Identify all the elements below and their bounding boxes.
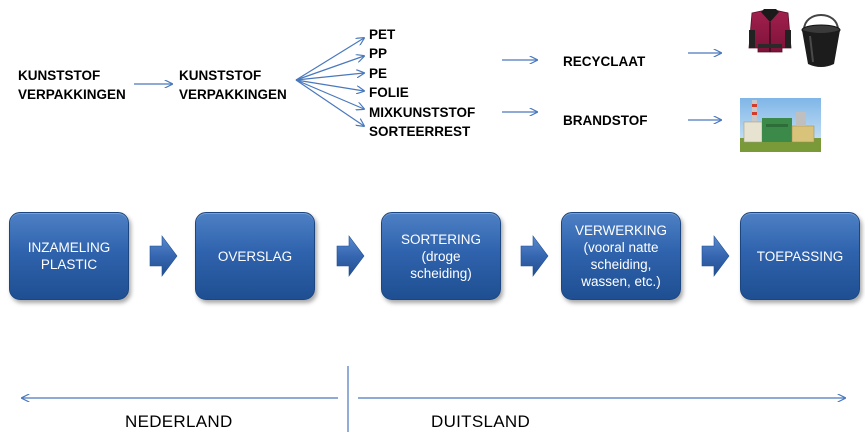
fan-arrow-pet bbox=[295, 38, 364, 81]
process-chevrons bbox=[149, 235, 730, 277]
region-duitsland: DUITSLAND bbox=[431, 412, 531, 431]
step-inzameling-line-1: INZAMELING bbox=[27, 240, 111, 255]
step-verwerking: VERWERKING (vooral natte scheiding, wass… bbox=[561, 212, 681, 300]
power-plant-photo-icon bbox=[740, 98, 821, 152]
chevron-arrow-1 bbox=[149, 235, 178, 277]
fraction-list: PET PP PE FOLIE MIXKUNSTSTOF SORTEERREST bbox=[369, 25, 475, 141]
step-toepassing: TOEPASSING bbox=[740, 212, 860, 300]
black-bucket-icon bbox=[801, 14, 841, 67]
source-label-line-1: KUNSTSTOF bbox=[18, 68, 101, 83]
fraction-mixkunststof: MIXKUNSTSTOF bbox=[369, 104, 476, 120]
fraction-pet: PET bbox=[369, 27, 396, 42]
fraction-sorteerrest: SORTEERREST bbox=[369, 124, 471, 140]
step-verwerking-line-4: wassen, etc.) bbox=[581, 274, 661, 289]
fan-arrow-pe bbox=[295, 73, 364, 81]
collected-label-line-2: VERPAKKINGEN bbox=[179, 87, 287, 102]
step-inzameling: INZAMELING PLASTIC bbox=[9, 212, 129, 300]
step-sortering-line-2: (droge bbox=[421, 248, 461, 264]
step-overslag-line-1: OVERSLAG bbox=[217, 248, 293, 264]
recyclaat-label: RECYCLAAT bbox=[563, 54, 646, 69]
step-sortering-line-1: SORTERING bbox=[400, 231, 481, 247]
source-label: KUNSTSTOF VERPAKKINGEN bbox=[18, 66, 126, 104]
fraction-pe: PE bbox=[369, 65, 388, 81]
step-sortering: SORTERING (droge scheiding) bbox=[381, 212, 501, 300]
step-verwerking-line-1: VERWERKING bbox=[574, 223, 667, 238]
fan-arrow-pp bbox=[295, 56, 364, 81]
step-inzameling-line-2: PLASTIC bbox=[40, 257, 98, 272]
region-nederland: NEDERLAND bbox=[125, 412, 233, 431]
chevron-arrow-4 bbox=[701, 235, 730, 277]
step-toepassing-line-1: TOEPASSING bbox=[756, 248, 844, 264]
step-verwerking-line-3: scheiding, bbox=[590, 257, 652, 272]
source-label-line-2: VERPAKKINGEN bbox=[18, 87, 126, 102]
collected-label-line-1: KUNSTSTOF bbox=[179, 68, 262, 83]
step-overslag: OVERSLAG bbox=[195, 212, 315, 300]
collected-label: KUNSTSTOF VERPAKKINGEN bbox=[179, 66, 287, 104]
fraction-folie: FOLIE bbox=[369, 85, 409, 101]
fraction-pp: PP bbox=[369, 46, 388, 62]
chevron-arrow-2 bbox=[336, 235, 365, 277]
fleece-jacket-icon bbox=[748, 9, 792, 53]
step-verwerking-line-2: (vooral natte bbox=[583, 240, 659, 255]
fan-arrow-folie bbox=[295, 79, 364, 91]
brandstof-label: BRANDSTOF bbox=[563, 113, 648, 128]
step-sortering-line-3: scheiding) bbox=[410, 265, 472, 281]
fan-arrows bbox=[295, 38, 364, 126]
fan-arrow-sorteerrest bbox=[295, 79, 364, 126]
fan-arrow-mixkunststof bbox=[295, 79, 364, 109]
chevron-arrow-3 bbox=[520, 235, 549, 277]
